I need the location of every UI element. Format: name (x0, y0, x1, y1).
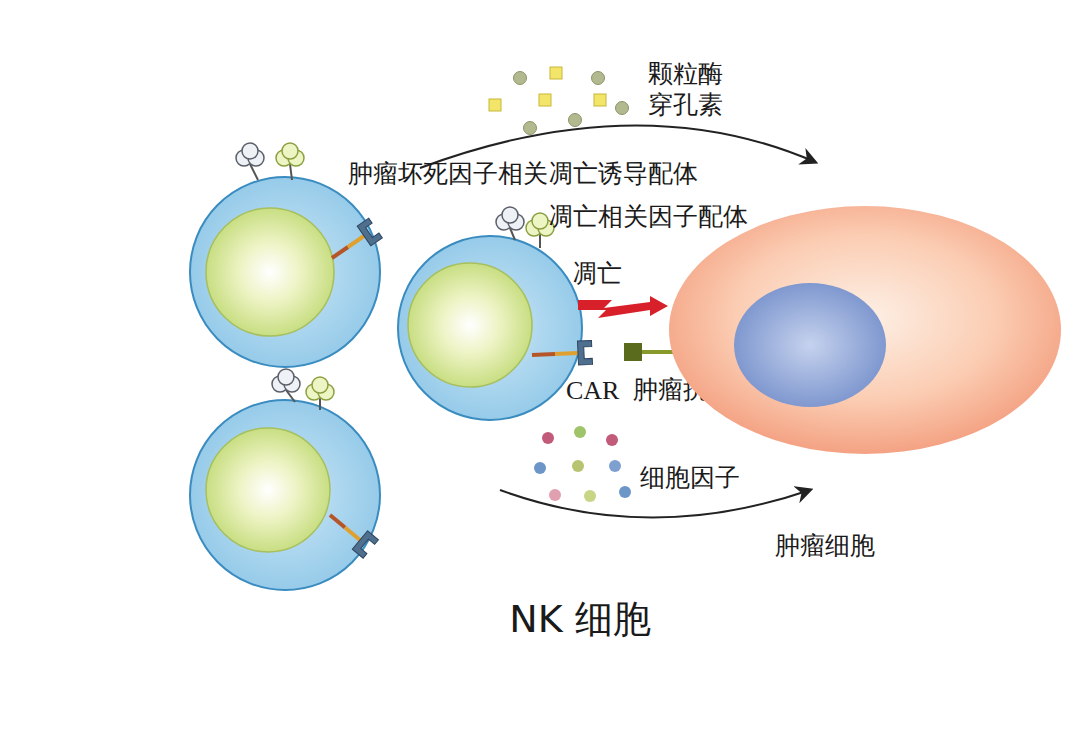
nk-cell (190, 177, 380, 367)
cell-label: 肿瘤细胞 (775, 532, 875, 561)
receptor (236, 143, 264, 166)
receptor (496, 207, 524, 230)
particles (489, 67, 631, 502)
receptor-stalk (539, 234, 541, 248)
process-label: 凋亡 (572, 260, 622, 289)
receptor-label: CAR (566, 376, 619, 406)
annotation-label: 穿孔素 (648, 91, 723, 120)
nucleus (206, 428, 330, 552)
receptor (272, 369, 300, 392)
car-receptor (532, 340, 593, 365)
nk-cell (190, 400, 380, 590)
receptor (306, 377, 334, 400)
annotation-label: 肿瘤坏死因子相关凋亡诱导配体 (348, 160, 698, 189)
secretion-arrow (500, 490, 810, 518)
receptor-stalk (319, 398, 321, 410)
nk-cells (190, 177, 582, 590)
receptor-stalk (290, 164, 292, 180)
apoptosis-bolt (578, 296, 668, 318)
car-receptor (330, 515, 378, 558)
nk-cell (398, 236, 582, 420)
annotation-label: 细胞因子 (640, 464, 740, 493)
caption: NK 细胞 (509, 598, 650, 642)
annotation-label: 颗粒酶 (648, 60, 723, 89)
car-receptor (332, 218, 382, 258)
receptor (276, 143, 304, 166)
cell-outline (668, 205, 1062, 455)
nucleus (206, 208, 334, 336)
tumor-cell: 肿瘤细胞 (668, 205, 1062, 455)
nucleus (734, 283, 886, 407)
annotation-label: 凋亡相关因子配体 (548, 203, 748, 232)
receptors (236, 143, 593, 558)
nucleus (408, 263, 532, 387)
